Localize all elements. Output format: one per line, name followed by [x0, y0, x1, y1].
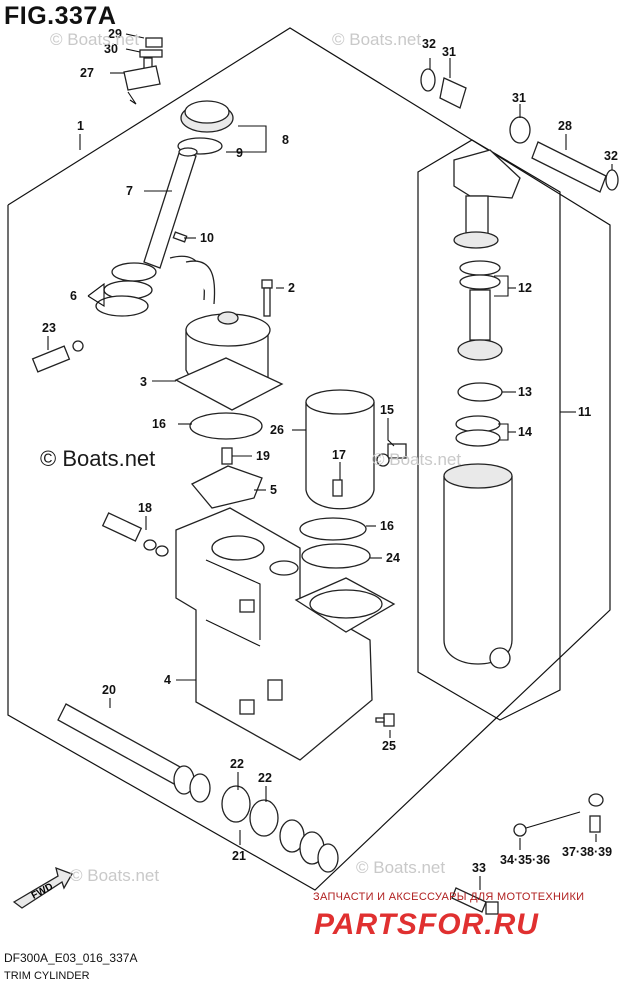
- rings-21-22: [173, 765, 339, 873]
- lead-34-36: [513, 793, 604, 837]
- callout-4: 4: [164, 673, 171, 687]
- callout-19: 19: [256, 449, 270, 463]
- oring-16-lower: [299, 517, 367, 541]
- bolt-25: [375, 713, 395, 727]
- motor-3: [169, 255, 284, 411]
- callout-28: 28: [558, 119, 572, 133]
- shaft-20: [57, 703, 183, 785]
- bolt-37-39: [589, 815, 601, 833]
- bolt-27-group: [123, 37, 163, 105]
- watermark-faint-mid: © Boats.net: [372, 450, 462, 469]
- valve-19: [221, 447, 233, 465]
- pin-10: [172, 231, 188, 243]
- callout-37-38-39: 37·38·39: [562, 845, 612, 859]
- callout-10: 10: [200, 231, 214, 245]
- callout-17: 17: [332, 448, 346, 462]
- callout-23: 23: [42, 321, 56, 335]
- cylinder-group-box: [417, 139, 561, 721]
- cap-8: [177, 100, 234, 155]
- callout-27: 27: [80, 66, 94, 80]
- callout-32-top: 32: [422, 37, 436, 51]
- callout-labels: 1 2 3 4 5 6 7 8 9 10 11 12 13 14 15 16 1…: [42, 27, 618, 875]
- callout-12: 12: [518, 281, 532, 295]
- callout-6: 6: [70, 289, 77, 303]
- callout-21: 21: [232, 849, 246, 863]
- fitting-23: [31, 340, 84, 373]
- watermark-faint-top-left: © Boats.net: [50, 30, 140, 49]
- assembly-outline: [7, 27, 611, 891]
- bolt-33: [451, 887, 499, 915]
- pins-28-31-32: [420, 68, 619, 193]
- callout-13: 13: [518, 385, 532, 399]
- fwd-arrow: FWD: [12, 866, 73, 909]
- callout-16-upper: 16: [152, 417, 166, 431]
- valve-18: [101, 512, 169, 557]
- shop-tagline: ЗАПЧАСТИ И АКСЕССУАРЫ ДЛЯ МОТОТЕХНИКИ: [313, 891, 585, 903]
- callout-25: 25: [382, 739, 396, 753]
- callout-7: 7: [126, 184, 133, 198]
- diagram-caption: TRIM CYLINDER: [4, 970, 90, 982]
- cylinder-11: [443, 149, 521, 669]
- ring-24: [301, 543, 371, 569]
- orings-6: [95, 262, 157, 317]
- callout-2: 2: [288, 281, 295, 295]
- callout-15: 15: [380, 403, 394, 417]
- callout-29: 29: [108, 27, 122, 41]
- oring-16-upper: [189, 412, 263, 440]
- callout-5: 5: [270, 483, 277, 497]
- watermark-faint-bottom-right: © Boats.net: [356, 858, 446, 877]
- callout-20: 20: [102, 683, 116, 697]
- callout-32-right: 32: [604, 149, 618, 163]
- callout-24: 24: [386, 551, 400, 565]
- tube-7: [143, 147, 198, 269]
- screw-17: [332, 479, 343, 497]
- callout-34-35-36: 34·35·36: [500, 853, 550, 867]
- callout-3: 3: [140, 375, 147, 389]
- diagram-code: DF300A_E03_016_337A: [4, 951, 138, 965]
- callout-8: 8: [282, 133, 289, 147]
- callout-33: 33: [472, 861, 486, 875]
- callout-11: 11: [578, 405, 591, 419]
- callout-9: 9: [236, 146, 243, 160]
- body-4: [175, 507, 396, 761]
- figure-title: FIG.337A: [4, 2, 117, 30]
- callout-22-right: 22: [258, 771, 272, 785]
- callout-31-mid: 31: [512, 91, 526, 105]
- callout-22-left: 22: [230, 757, 244, 771]
- plate-5: [190, 465, 263, 509]
- callout-16-lower: 16: [380, 519, 394, 533]
- screw-2: [261, 279, 273, 317]
- filter-26: [305, 389, 375, 510]
- callout-30: 30: [104, 42, 118, 56]
- watermark-faint-top-right: © Boats.net: [332, 30, 422, 49]
- fwd-label: FWD: [30, 881, 55, 901]
- plug-15: [376, 443, 407, 467]
- callout-1: 1: [77, 119, 84, 133]
- watermark-main: © Boats.net: [40, 446, 156, 471]
- callout-14: 14: [518, 425, 532, 439]
- callout-26: 26: [270, 423, 284, 437]
- leader-lines: [47, 33, 613, 890]
- watermark-faint-bottom-left: © Boats.net: [70, 866, 160, 885]
- callout-31-top: 31: [442, 45, 456, 59]
- shop-logo: PARTSFOR.RU: [314, 908, 539, 941]
- callout-18: 18: [138, 501, 152, 515]
